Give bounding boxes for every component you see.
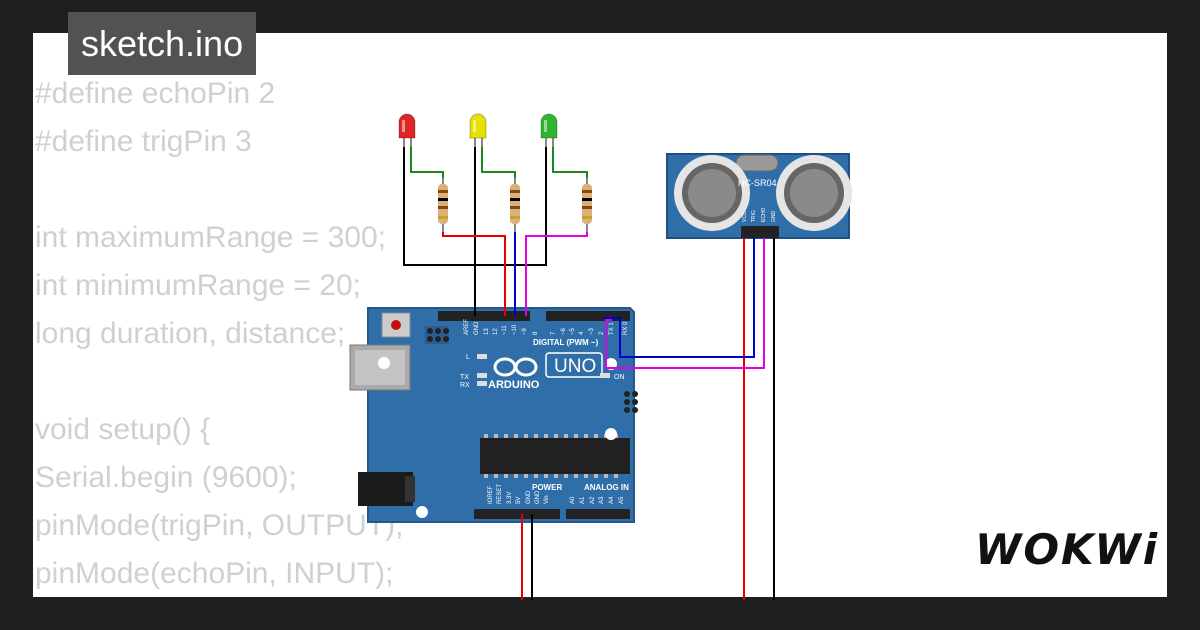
- led: [469, 113, 487, 147]
- analog-header: [566, 509, 630, 519]
- code-line: Serial.begin (9600);: [35, 461, 297, 494]
- resistor: [510, 178, 520, 232]
- code-line: #define trigPin 3: [35, 125, 252, 158]
- pin-label: ~9: [522, 327, 528, 335]
- board-model-label: UNO: [554, 356, 596, 377]
- pin-label: A0: [570, 496, 576, 504]
- pin-label: GND: [535, 490, 541, 504]
- sensor-pin-vcc-label: VCC: [742, 211, 748, 222]
- wokwi-logo: WOKWi: [975, 525, 1160, 574]
- led: [398, 113, 416, 147]
- pin-label: 12: [493, 328, 499, 335]
- mounting-hole: [416, 506, 428, 518]
- file-tab[interactable]: sketch.ino: [68, 12, 257, 75]
- sensor-echo-wire: [605, 238, 765, 369]
- pin-label: ~6: [561, 327, 567, 335]
- power-header: [474, 509, 560, 519]
- pin-label: 2: [599, 331, 605, 335]
- led: [540, 113, 558, 147]
- led-rx-label: RX: [460, 382, 470, 389]
- sensor-pin-echo-label: ECHO: [761, 207, 767, 222]
- sensor-pin-trig-label: TRIG: [751, 210, 757, 222]
- arduino-brand-label: ARDUINO: [488, 379, 540, 391]
- pin-label: 13: [484, 328, 490, 335]
- mounting-hole: [605, 428, 617, 440]
- pin-label: RX 0: [623, 321, 629, 335]
- pin-label: A1: [580, 496, 586, 504]
- led-tx-label: TX: [460, 374, 469, 381]
- pin-label: TX 1: [609, 322, 615, 335]
- code-line: pinMode(echoPin, INPUT);: [35, 557, 394, 590]
- analog-pins-label: ANALOG IN: [584, 483, 629, 492]
- code-line: int maximumRange = 300;: [35, 221, 387, 254]
- led-anode-wires: [410, 145, 588, 182]
- sensor-model-label: HC-SR04: [738, 178, 777, 188]
- pin-label: A2: [590, 496, 596, 504]
- led-on-label: ON: [614, 374, 625, 381]
- pin-label: RESET: [497, 484, 503, 504]
- digital-pins-label: DIGITAL (PWM ~): [533, 338, 599, 347]
- pin-label: 8: [533, 331, 539, 335]
- sensor-wires: [604, 238, 775, 600]
- digital-header-right: [546, 311, 630, 321]
- code-line: long duration, distance;: [35, 317, 346, 350]
- code-line: void setup() {: [35, 413, 211, 446]
- pin-label: 4: [579, 331, 585, 335]
- atmega-chip: [480, 438, 630, 474]
- sensor-trig-wire: [604, 238, 755, 358]
- pin-label: Vin: [544, 495, 550, 504]
- led-l-label: L: [466, 354, 470, 361]
- digital-header-left: [438, 311, 530, 321]
- code-line: #define echoPin 2: [35, 77, 276, 110]
- code-background: #define echoPin 2 #define trigPin 3 int ma…: [35, 70, 403, 598]
- pin-label: 3.3V: [507, 492, 513, 504]
- pin-label: 7: [551, 331, 557, 335]
- pin-label: A5: [619, 496, 625, 504]
- reset-button: [381, 312, 411, 338]
- pin-label: GND: [474, 321, 480, 335]
- pin-label: ~5: [570, 327, 576, 335]
- pin-label: ~10: [512, 324, 518, 335]
- sensor-pin-gnd-label: GND: [771, 211, 777, 223]
- pin-label: ~11: [502, 325, 508, 335]
- pin-label: A4: [609, 496, 615, 504]
- resistor: [582, 178, 592, 232]
- power-jack: [358, 472, 413, 506]
- hc-sr04-sensor: HC-SR04 VCC TRIG ECHO GND: [666, 153, 852, 239]
- pin-label: ~3: [589, 327, 595, 335]
- pin-label: GND: [526, 490, 532, 504]
- pin-label: 5V: [516, 497, 522, 504]
- pin-label: IOREF: [488, 485, 494, 504]
- pin-label: A3: [599, 496, 605, 504]
- led-ground-wires: [403, 145, 547, 316]
- pin-label: AREF: [464, 319, 470, 335]
- led-circuit: [398, 113, 592, 316]
- power-pins-label: POWER: [532, 483, 562, 492]
- mounting-hole: [378, 357, 390, 369]
- code-line: int minimumRange = 20;: [35, 269, 361, 302]
- green-led-signal-wire: [525, 228, 588, 316]
- arduino-uno-board: ARDUINO UNO DIGITAL (PWM ~) POWER ANALOG…: [349, 307, 638, 523]
- resistor: [438, 178, 448, 232]
- arduino-logo-icon: [493, 357, 538, 377]
